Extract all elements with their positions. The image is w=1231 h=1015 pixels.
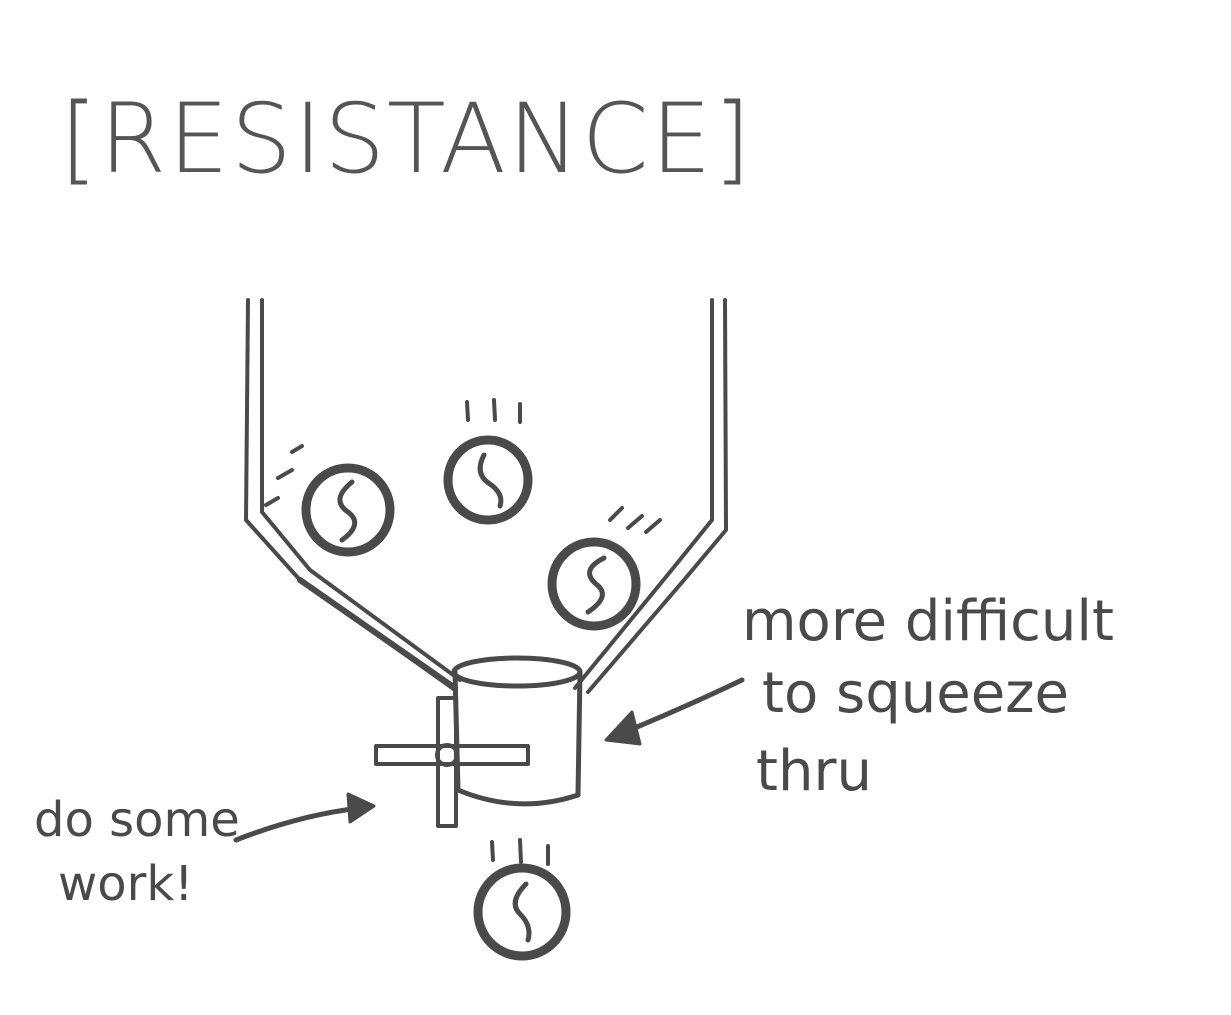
funnel-right-wall-inner (586, 298, 728, 694)
motion-mark (276, 468, 294, 480)
particle-squiggle (585, 555, 607, 615)
particle-circle (547, 537, 641, 631)
motion-mark (608, 506, 624, 522)
diagram-title: [RESISTANCE] (60, 83, 753, 195)
left-arrow-shaft (233, 805, 363, 843)
right-label-line3: thru (756, 739, 872, 804)
left-label-line2: work! (58, 856, 193, 912)
particle-top-center (443, 398, 533, 525)
particle-circle (301, 463, 395, 557)
particle-squiggle (512, 881, 532, 943)
particle-circle (473, 863, 571, 961)
motion-mark (518, 838, 523, 864)
neck-cylinder (451, 655, 583, 807)
paddle-wheel (374, 696, 530, 828)
motion-mark (644, 518, 662, 534)
motion-mark (290, 444, 304, 454)
right-label-line2: to squeeze (762, 661, 1069, 726)
particle-squiggle (337, 479, 358, 543)
motion-mark (626, 514, 644, 530)
left-label-line1: do some (34, 792, 240, 848)
neck-top-ellipse (451, 655, 583, 689)
funnel-left-wall-inner (260, 298, 462, 682)
motion-mark (465, 400, 470, 422)
particle-squiggle (477, 452, 504, 509)
motion-mark (264, 496, 280, 507)
particle-right (547, 506, 662, 631)
funnel-left-wall-outer (244, 298, 457, 692)
right-arrow-head (604, 710, 642, 746)
neck-bottom-curve (455, 787, 581, 807)
paddle-hub (435, 743, 459, 767)
particle-circle (443, 435, 533, 525)
particle-bottom (473, 838, 571, 961)
right-label-line1: more difficult (742, 589, 1114, 654)
funnel (244, 298, 728, 694)
funnel-right-wall-outer (573, 298, 714, 690)
particle-top-left (264, 444, 395, 557)
neck-right-side (575, 669, 583, 798)
funnel-left-slope (297, 577, 458, 691)
motion-mark (490, 840, 495, 862)
left-arrow (233, 792, 376, 843)
right-arrow (604, 677, 745, 746)
motion-mark (492, 398, 497, 422)
left-arrow-head (346, 792, 376, 824)
